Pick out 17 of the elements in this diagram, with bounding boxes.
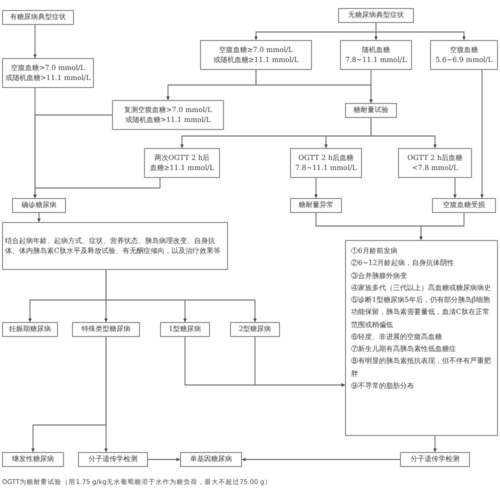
arrow: [148, 458, 180, 462]
arrow: [254, 336, 346, 387]
arrow: [480, 70, 484, 198]
arrow: [106, 270, 257, 322]
arrow: [314, 178, 318, 198]
arrow: [242, 458, 400, 462]
criteria-box: [345, 240, 498, 436]
arrow: [33, 178, 160, 198]
arrow: [104, 336, 108, 452]
arrow: [369, 70, 373, 104]
arrow: [33, 24, 37, 58]
arrow: [37, 212, 41, 222]
arrow: [453, 178, 457, 198]
arrow: [433, 436, 437, 452]
arrow: [370, 118, 437, 148]
arrow: [419, 212, 464, 240]
arrow: [376, 22, 466, 40]
